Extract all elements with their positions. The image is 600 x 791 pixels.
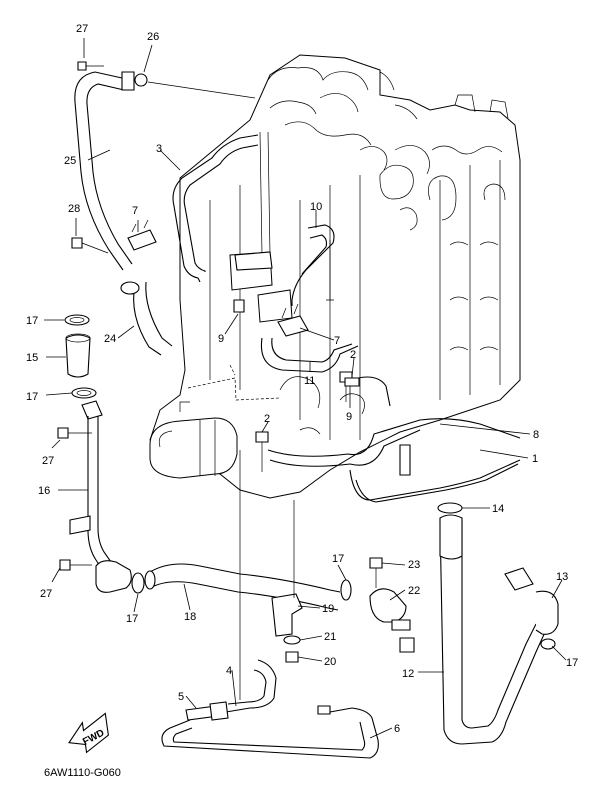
callout-27: 27 xyxy=(42,455,54,467)
callout-23: 23 xyxy=(408,559,420,571)
callout-2: 2 xyxy=(350,349,356,361)
hose-11 xyxy=(260,337,359,373)
bolt-20 xyxy=(285,651,299,663)
callout-7: 7 xyxy=(132,205,138,217)
hose-25 xyxy=(74,71,133,271)
hose-8 xyxy=(267,418,521,467)
callout-8: 8 xyxy=(533,429,539,441)
connector-5 xyxy=(185,701,229,721)
callout-25: 25 xyxy=(64,155,76,167)
clip-17-b xyxy=(71,387,97,399)
hose-6 xyxy=(161,705,379,759)
clip-17-c xyxy=(131,572,145,594)
hose-24 xyxy=(120,281,173,356)
callout-17: 17 xyxy=(26,315,38,327)
clip-17-d xyxy=(340,579,352,601)
callout-21: 21 xyxy=(324,631,336,643)
callout-27: 27 xyxy=(40,588,52,600)
callout-2: 2 xyxy=(264,413,270,425)
diagram-code: 6AW1110-G060 xyxy=(44,767,121,779)
callout-26: 26 xyxy=(147,31,159,43)
connector-9-a xyxy=(233,299,245,313)
callout-4: 4 xyxy=(226,665,232,677)
callout-labels: 27 26 25 3 28 7 10 17 24 9 7 15 2 11 17 … xyxy=(26,23,578,735)
callout-10: 10 xyxy=(310,201,322,213)
washer-21 xyxy=(283,635,301,645)
callout-28: 28 xyxy=(68,203,80,215)
clamp-7-lower xyxy=(277,303,309,337)
bolt-27-c xyxy=(59,559,92,571)
elbow-13 xyxy=(504,567,559,650)
hose-1 xyxy=(349,444,521,503)
callout-24: 24 xyxy=(104,333,116,345)
callout-13: 13 xyxy=(556,571,568,583)
bolt-23 xyxy=(369,557,383,588)
callout-20: 20 xyxy=(324,656,336,668)
callout-6: 6 xyxy=(394,723,400,735)
callout-16: 16 xyxy=(38,485,50,497)
hose-15 xyxy=(65,333,91,378)
pipe-16 xyxy=(69,400,119,579)
leader-lines xyxy=(44,38,567,739)
callout-17: 17 xyxy=(332,553,344,565)
bolt-27-b xyxy=(57,427,92,439)
clamp-7-upper xyxy=(127,219,157,251)
callout-7: 7 xyxy=(334,335,340,347)
hose-12 xyxy=(439,514,547,745)
clip-17-a xyxy=(64,314,90,326)
callout-18: 18 xyxy=(184,611,196,623)
hose-18 xyxy=(144,563,341,611)
clip-14 xyxy=(437,502,463,514)
hose-3 xyxy=(172,131,273,283)
callout-9: 9 xyxy=(346,411,352,423)
clip-2-a xyxy=(344,376,391,407)
clip-2-b xyxy=(255,431,269,472)
callout-17: 17 xyxy=(126,613,138,625)
callout-14: 14 xyxy=(492,503,504,515)
fitting-27-bolt xyxy=(77,61,104,71)
bolt-28 xyxy=(71,237,109,254)
callout-17: 17 xyxy=(566,657,578,669)
elbow-fitting xyxy=(95,560,132,593)
engine-block xyxy=(149,54,521,499)
callout-15: 15 xyxy=(26,352,38,364)
callout-3: 3 xyxy=(156,143,162,155)
callout-9: 9 xyxy=(218,333,224,345)
callout-27: 27 xyxy=(76,23,88,35)
callout-11: 11 xyxy=(304,375,315,387)
callout-5: 5 xyxy=(178,691,184,703)
callout-17: 17 xyxy=(26,391,38,403)
bracket-19 xyxy=(239,450,303,700)
callout-1: 1 xyxy=(532,453,538,465)
fwd-arrow-icon xyxy=(68,712,109,754)
callout-12: 12 xyxy=(402,668,414,680)
fitting-22 xyxy=(369,588,415,653)
callout-22: 22 xyxy=(408,585,420,597)
hose-4 xyxy=(225,659,277,713)
hose-10 xyxy=(291,224,335,306)
callout-19: 19 xyxy=(322,603,334,615)
union-26 xyxy=(121,71,148,91)
